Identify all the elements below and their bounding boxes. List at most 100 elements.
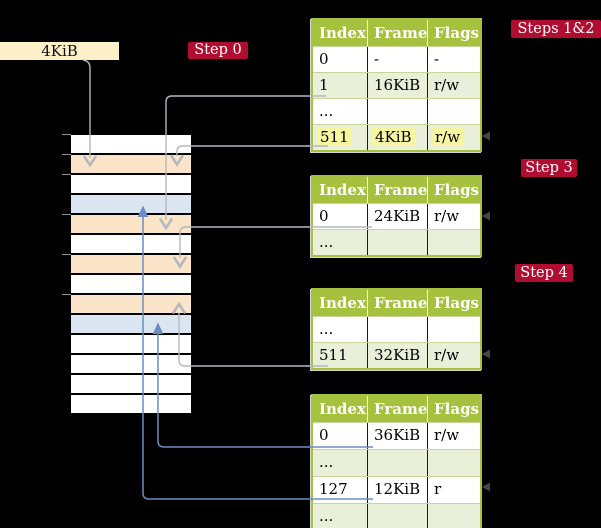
highlighted-value: 4KiB	[372, 128, 415, 146]
arrow-pte511-to-frame32	[178, 313, 328, 367]
cell-index: ...	[319, 102, 334, 120]
memory-tick	[62, 254, 71, 255]
cell-flags	[427, 230, 480, 255]
memory-row-free	[71, 335, 191, 353]
cell-index: 0	[319, 50, 329, 68]
memory-row-free	[71, 135, 191, 153]
column-header-frame: Frame	[367, 20, 427, 46]
memory-tick	[62, 134, 71, 135]
steps-1-2-badge: Steps 1&2	[511, 20, 601, 38]
cell-index: ...	[319, 233, 334, 251]
table-row-highlighted: 511 4KiB r/w	[313, 124, 480, 150]
column-header-index: Index	[319, 24, 366, 42]
table-header-row: Index Frame Flags	[313, 20, 480, 46]
cell-frame	[367, 230, 427, 255]
lookup-arrowhead	[482, 131, 490, 141]
table-row: ...	[313, 229, 480, 255]
cell-frame	[367, 99, 427, 124]
cell-index: 511	[313, 125, 367, 150]
column-header-flags: Flags	[427, 20, 480, 46]
cell-flags: r/w	[427, 204, 480, 229]
cell-frame: 24KiB	[367, 204, 427, 229]
cell-index: 511	[319, 346, 348, 364]
table-row: 0 24KiB r/w	[313, 203, 480, 229]
lookup-arrowhead	[482, 349, 490, 359]
memory-row-free	[71, 395, 191, 413]
cell-flags	[427, 450, 480, 476]
cell-flags: r/w	[427, 125, 480, 150]
memory-row-free	[71, 275, 191, 293]
arrow-pte511-to-frame4	[176, 145, 328, 156]
table-row: ...	[313, 449, 480, 476]
table-header-row: Index Frame Flags	[313, 177, 480, 203]
cell-flags	[427, 504, 480, 528]
cell-index: 0	[319, 207, 329, 225]
step-4-badge: Step 4	[515, 264, 573, 282]
column-header-frame: Frame	[367, 396, 427, 422]
column-header-frame: Frame	[367, 177, 427, 203]
column-header-index: Index	[319, 400, 366, 418]
memory-tick	[62, 214, 71, 215]
memory-row-free	[71, 355, 191, 373]
table-row: ...	[313, 316, 480, 342]
table-row: 1 16KiB r/w	[313, 72, 480, 98]
cell-flags: -	[427, 47, 480, 72]
memory-row-page	[71, 195, 191, 213]
page-table-leaf: Index Frame Flags 0 36KiB r/w ... 127 12…	[311, 394, 482, 528]
column-header-flags: Flags	[427, 396, 480, 422]
cell-flags: r/w	[427, 343, 480, 368]
memory-row-table	[71, 295, 191, 313]
cell-flags	[427, 317, 480, 342]
memory-tick	[62, 154, 71, 155]
cell-index: ...	[319, 453, 334, 471]
cell-frame: -	[367, 47, 427, 72]
cell-frame	[367, 317, 427, 342]
cell-flags: r/w	[427, 73, 480, 98]
table-row: ...	[313, 98, 480, 124]
column-header-index: Index	[319, 181, 366, 199]
memory-tick	[62, 294, 71, 295]
root-frame-size-box: 4KiB	[0, 42, 119, 60]
table-row: 0 - -	[313, 46, 480, 72]
cell-frame: 4KiB	[367, 125, 427, 150]
cell-frame: 16KiB	[367, 73, 427, 98]
highlighted-value: r/w	[432, 128, 464, 146]
column-header-flags: Flags	[427, 177, 480, 203]
memory-row-free	[71, 175, 191, 193]
table-row: 127 12KiB r	[313, 476, 480, 503]
memory-row-free	[71, 235, 191, 253]
memory-row-table	[71, 215, 191, 233]
step-0-badge: Step 0	[188, 42, 248, 59]
cell-flags: r	[427, 477, 480, 503]
cell-index: ...	[319, 507, 334, 525]
table-row: ...	[313, 503, 480, 528]
memory-strip	[71, 135, 191, 415]
table-header-row: Index Frame Flags	[313, 290, 480, 316]
cell-index: ...	[319, 320, 334, 338]
cell-frame	[367, 450, 427, 476]
cell-flags: r/w	[427, 423, 480, 449]
page-table-root: Index Frame Flags 0 - - 1 16KiB r/w ... …	[311, 18, 482, 152]
memory-row-page	[71, 315, 191, 333]
memory-row-table	[71, 155, 191, 173]
cell-frame: 32KiB	[367, 343, 427, 368]
highlighted-value: 511	[317, 128, 352, 146]
cell-index: 0	[319, 426, 329, 444]
column-header-flags: Flags	[427, 290, 480, 316]
page-table-step4: Index Frame Flags ... 511 32KiB r/w	[311, 288, 482, 370]
table-row: 511 32KiB r/w	[313, 342, 480, 368]
cell-flags	[427, 99, 480, 124]
cell-index: 127	[319, 480, 348, 498]
table-header-row: Index Frame Flags	[313, 396, 480, 422]
cell-index: 1	[319, 76, 329, 94]
column-header-frame: Frame	[367, 290, 427, 316]
memory-row-table	[71, 255, 191, 273]
cell-frame: 36KiB	[367, 423, 427, 449]
column-header-index: Index	[319, 294, 366, 312]
table-row: 0 36KiB r/w	[313, 422, 480, 449]
memory-tick	[62, 174, 71, 175]
lookup-arrowhead	[482, 211, 490, 221]
step-3-badge: Step 3	[521, 159, 577, 177]
memory-row-free	[71, 375, 191, 393]
